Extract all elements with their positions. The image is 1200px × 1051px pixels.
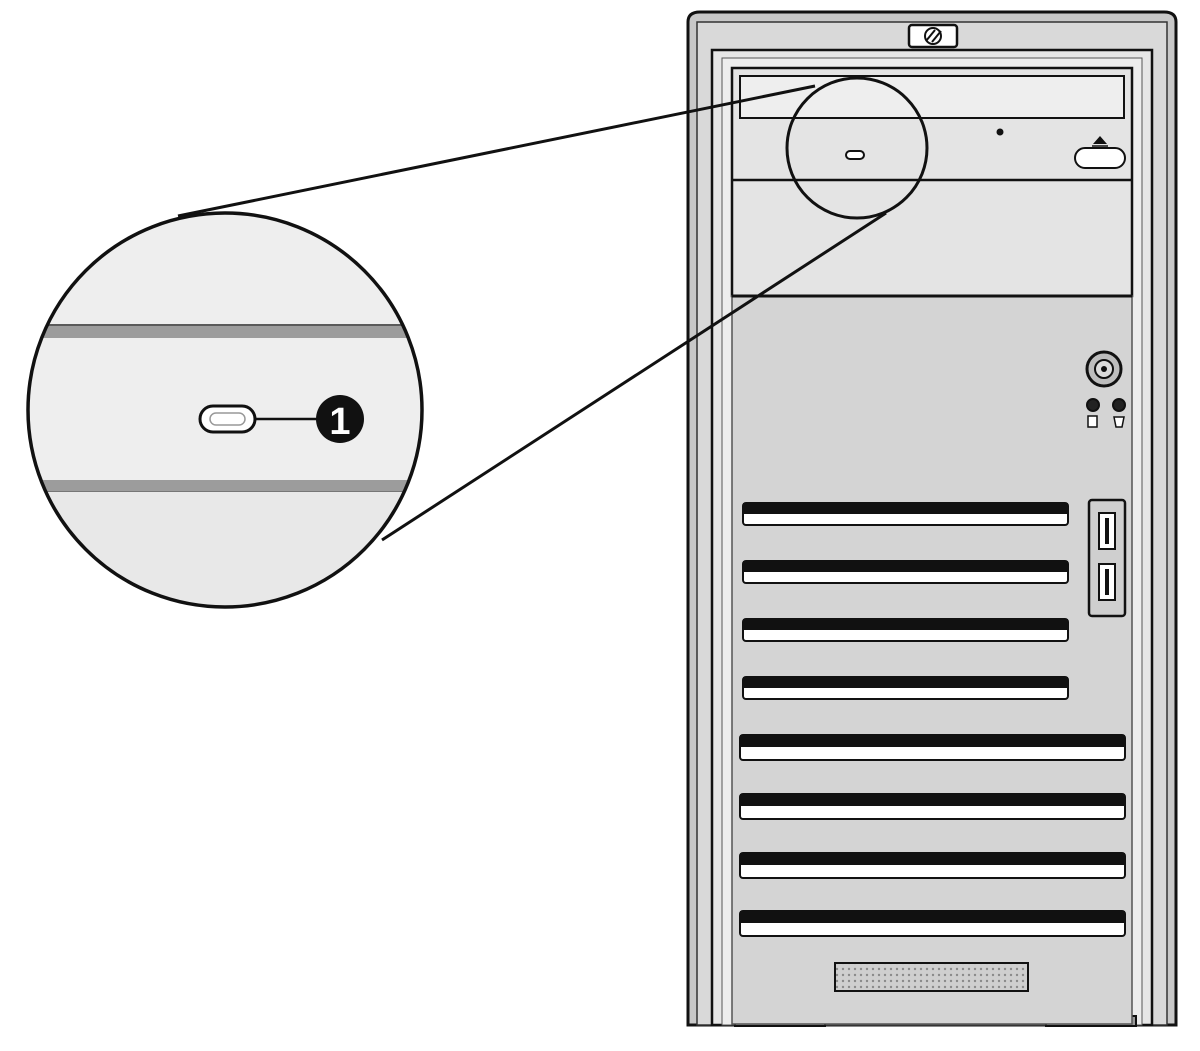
vent-slot (742, 618, 1069, 642)
drive-activity-led (845, 150, 865, 160)
callout-number: 1 (329, 401, 350, 443)
magnifier-source-circle (785, 76, 929, 220)
zoomed-drive-activity-led (198, 404, 257, 434)
zoom-leader-line-top (177, 84, 816, 218)
status-led-left (1086, 398, 1100, 428)
status-led-right (1112, 398, 1126, 428)
vent-slot (742, 560, 1069, 584)
vent-slot (742, 502, 1069, 526)
vent-slots (739, 502, 1126, 937)
usb-port-panel (1087, 498, 1127, 618)
power-button (1085, 350, 1123, 388)
vent-slot (739, 910, 1126, 937)
vent-slot (739, 793, 1126, 820)
zoom-detail (26, 211, 424, 609)
zoom-leader-line-bottom (381, 211, 887, 542)
drive-emergency-eject-hole (996, 128, 1004, 136)
vent-slot (739, 852, 1126, 879)
usb-port-icon (1098, 563, 1116, 601)
vent-slot (742, 676, 1069, 700)
bottom-grille (834, 962, 1029, 992)
hp-logo-icon (907, 23, 959, 49)
front-bezel-lower (731, 295, 1133, 1025)
usb-port-icon (1098, 512, 1116, 550)
eject-button (1074, 136, 1126, 169)
callout-badge: 1 (316, 395, 364, 443)
optical-drive (730, 66, 1134, 298)
vent-slot (739, 734, 1126, 761)
